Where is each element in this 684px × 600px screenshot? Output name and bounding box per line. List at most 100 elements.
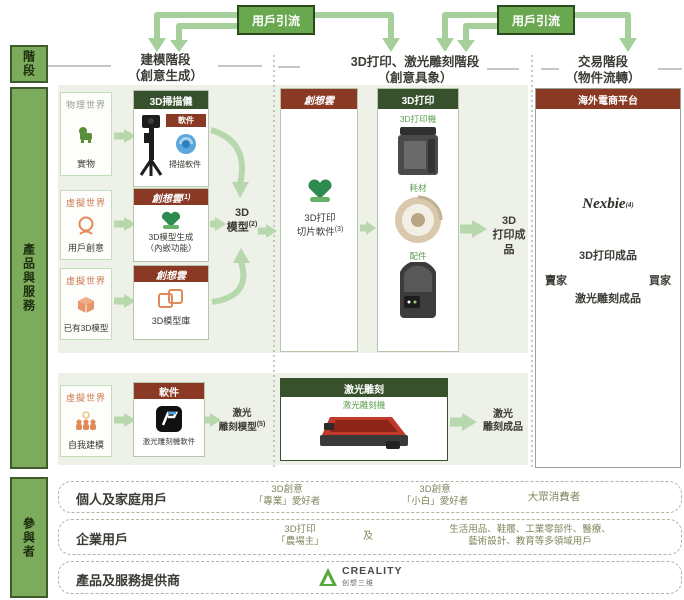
model-library-icon xyxy=(158,289,183,308)
participants-row1-label-text: 個人及家庭用戶 xyxy=(76,492,168,507)
world-box-physical: 物理世界 實物 xyxy=(60,92,112,176)
cloud-box-generation: 創想雲(1) 3D模型生成 （內嵌功能） xyxy=(133,188,209,262)
3d-scanner-icon xyxy=(139,115,163,176)
stage-header-modeling-l1: 建模階段 xyxy=(140,53,191,67)
model-node: 3D 模型(2) xyxy=(220,206,264,235)
laser-output-node: 激光 雕刻成品 xyxy=(478,408,528,434)
marketplace-header: 海外電商平台 xyxy=(536,89,680,109)
row2-seg1-l1: 3D打印 xyxy=(284,524,316,535)
participants-row3-label: 產品及服務提供商 xyxy=(76,570,180,589)
participants-row2-seg1: 3D打印 「農場主」 xyxy=(265,524,335,549)
falcon-software-icon xyxy=(156,406,182,432)
world-box-physical-label: 實物 xyxy=(76,159,95,169)
participants-row1-step3: 大眾消費者 xyxy=(518,491,590,505)
row2-seg2-l2: 藝術設計、教育等多領域用戶 xyxy=(468,536,592,548)
scanner-box: 3D掃描儀 軟件 掃描軟件 xyxy=(133,90,209,187)
marketplace-print-goods: 3D打印成品 xyxy=(535,249,681,263)
slicer-line1: 3D打印 xyxy=(304,213,336,224)
participants-row1-step2: 3D創意 「小白」愛好者 xyxy=(396,484,474,509)
scanner-software-badge-text: 軟件 xyxy=(178,116,194,125)
row1-step2-l1: 3D創意 xyxy=(419,484,451,495)
laser-software-box-header-text: 軟件 xyxy=(159,387,179,399)
world-box-existing-title: 虛擬世界 xyxy=(65,276,106,286)
marketplace-buyer: 買家 xyxy=(646,274,674,288)
cloud-box-slicer-header: 創想雲 xyxy=(281,89,357,109)
object-figurine-icon xyxy=(79,127,92,143)
print-output-node: 3D 打印成品 xyxy=(488,214,530,257)
accessory-label: 配件 xyxy=(409,251,427,261)
row2-seg1-l2: 「農場主」 xyxy=(276,536,324,548)
participants-row2-label-text: 企業用戶 xyxy=(76,532,129,547)
laser-output-l1: 激光 xyxy=(493,409,513,420)
platform-name-text: Nexbie xyxy=(582,196,626,212)
printer-label: 3D打印機 xyxy=(399,114,437,124)
participants-row-provider xyxy=(58,561,682,594)
traffic-box-1-label: 用戶引流 xyxy=(251,13,300,28)
stage-header-printing-l1: 3D打印、激光雕刻階段 xyxy=(350,55,480,69)
traffic-box-2: 用戶引流 xyxy=(497,5,575,35)
laser-software-box-header: 軟件 xyxy=(134,383,204,399)
stage-header-printing-l2: （創意具象） xyxy=(377,70,453,85)
side-label-participants-text: 參與者 xyxy=(21,516,36,559)
people-group-icon xyxy=(76,411,96,430)
stage-header-printing: 3D打印、激光雕刻階段 （創意具象） xyxy=(330,55,500,86)
laser-machine-label: 激光雕刻機 xyxy=(342,400,386,410)
cloud-box-library: 創想雲 3D模型庫 xyxy=(133,265,209,340)
laser-engraving-box: 激光雕刻 激光雕刻機 xyxy=(280,378,448,461)
3d-printer-icon xyxy=(398,127,438,175)
slicer-marker: (3) xyxy=(334,226,344,234)
printer-box-header: 3D打印 xyxy=(378,89,458,109)
row1-step1-l2: 「專業」愛好者 xyxy=(253,496,321,508)
side-label-stage: 階段 xyxy=(10,45,48,83)
world-box-physical-title: 物理世界 xyxy=(65,100,106,110)
scan-software-icon xyxy=(176,134,196,154)
model-node-marker: (2) xyxy=(248,221,258,229)
cloud-box-slicer-content: 3D打印 切片軟件(3) xyxy=(281,177,359,240)
world-box-idea: 虛擬世界 用戶創意 xyxy=(60,190,112,260)
model-node-l2: 模型 xyxy=(226,221,249,234)
filament-spool-icon xyxy=(395,195,443,243)
side-label-products: 產品與服務 xyxy=(10,87,48,469)
laser-model-node-marker: (5) xyxy=(256,421,266,429)
participants-row3-label-text: 產品及服務提供商 xyxy=(76,573,181,588)
creality-triangle-icon xyxy=(319,567,337,586)
marketplace-header-text: 海外電商平台 xyxy=(578,95,638,107)
printer-box: 3D打印 3D打印機 耗材 配件 xyxy=(377,88,459,352)
creality-brand-sub: 创想三维 xyxy=(342,579,374,587)
marketplace-seller: 賣家 xyxy=(542,274,570,288)
row2-conj-text: 及 xyxy=(363,531,373,542)
participants-row1-step1: 3D創意 「專業」愛好者 xyxy=(248,484,326,509)
scanner-box-header-text: 3D掃描儀 xyxy=(149,96,193,108)
participants-row-enterprise xyxy=(58,519,682,555)
world-box-selfmodel-label: 自我建模 xyxy=(67,440,104,450)
model-node-l1: 3D xyxy=(234,207,250,219)
marketplace-platform-name: Nexbie(4) xyxy=(535,196,681,213)
cloud-box-generation-header-text: 創想雲 xyxy=(151,193,182,205)
scanner-box-header: 3D掃描儀 xyxy=(134,91,208,109)
creality-brand-text: CREALITY xyxy=(342,565,403,577)
scanner-software-label-text: 掃描軟件 xyxy=(169,160,201,169)
marketplace-buyer-text: 買家 xyxy=(649,275,671,287)
cloud-box-library-header-text: 創想雲 xyxy=(156,270,186,282)
laser-output-l2: 雕刻成品 xyxy=(483,422,523,433)
marketplace-seller-text: 賣家 xyxy=(545,275,567,287)
cloud-box-generation-header: 創想雲(1) xyxy=(134,189,208,205)
laser-model-node: 激光 雕刻模型(5) xyxy=(216,408,268,435)
laser-engraving-box-header-text: 激光雕刻 xyxy=(344,384,384,396)
scanner-software-label: 掃描軟件 xyxy=(162,160,208,170)
laser-software-box-label: 激光雕刻機軟件 xyxy=(142,437,196,446)
laser-engraver-icon xyxy=(320,417,408,449)
side-label-participants: 參與者 xyxy=(10,477,48,598)
world-box-existing: 虛擬世界 已有3D模型 xyxy=(60,268,112,340)
printer-box-header-text: 3D打印 xyxy=(401,95,435,107)
laser-engraving-box-header: 激光雕刻 xyxy=(281,379,447,397)
traffic-box-2-label: 用戶引流 xyxy=(511,13,560,28)
slicer-line2: 切片軟件 xyxy=(296,227,335,239)
marketplace-laser-goods-text: 激光雕刻成品 xyxy=(575,293,641,305)
cube-icon xyxy=(78,296,94,313)
laser-model-node-l1: 激光 xyxy=(232,408,252,419)
participants-row2-seg2: 生活用品、鞋履、工業零部件、醫療、 藝術設計、教育等多領域用戶 xyxy=(405,524,655,549)
print-output-l2: 打印成品 xyxy=(492,229,526,256)
platform-name-marker: (4) xyxy=(625,200,634,209)
cloud-generation-line1: 3D模型生成 xyxy=(148,232,194,242)
